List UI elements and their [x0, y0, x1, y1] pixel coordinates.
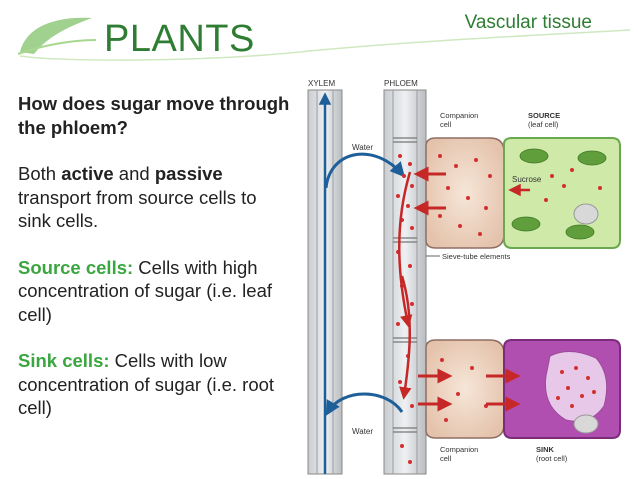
sink-sugar-dots: [556, 366, 596, 408]
companion-bottom-label-1: Companion: [440, 445, 478, 454]
phloem-tube: [383, 89, 427, 475]
chloroplasts: [511, 148, 607, 240]
sucrose-label: Sucrose: [512, 175, 542, 184]
water-label-top: Water: [352, 143, 373, 152]
sink-vacuole: [544, 351, 608, 422]
question-text: How does sugar move through the phloem?: [18, 93, 290, 138]
vacuole-top: [573, 203, 599, 225]
sink-label-2: (root cell): [536, 454, 568, 463]
water-arrow-bottom: [325, 392, 404, 416]
phloem-diagram: XYLEM PHLOEM Water Water: [307, 79, 621, 475]
sieve-tube-label: Sieve-tube elements: [442, 252, 511, 261]
companion-top-dots: [438, 154, 492, 236]
topic-label: Vascular tissue: [464, 12, 592, 33]
sink-paragraph: Sink cells: Cells with low concentration…: [18, 350, 275, 418]
body-text: How does sugar move through the phloem? …: [18, 92, 290, 443]
sieve-plates: [393, 137, 417, 433]
companion-top-label-2: cell: [440, 120, 452, 129]
phloem-label: PHLOEM: [384, 79, 418, 88]
source-paragraph: Source cells: Cells with high concentrat…: [18, 256, 273, 325]
companion-cell-top: [425, 137, 505, 249]
slide-title: PLANTS: [104, 18, 255, 60]
sink-label-1: SINK: [536, 445, 555, 454]
transport-paragraph: Both active and passive transport from s…: [18, 163, 257, 231]
companion-bottom-label-2: cell: [440, 454, 452, 463]
xylem-label: XYLEM: [308, 79, 335, 88]
source-label-2: (leaf cell): [528, 120, 559, 129]
water-arrow-top: [324, 152, 405, 189]
phloem-flow-arrow-1: [398, 171, 413, 328]
leaf-sugar-dots: [544, 168, 602, 202]
vacuole-bottom: [573, 414, 599, 434]
leaf-logo-icon: [17, 17, 631, 61]
companion-bottom-dots: [440, 358, 488, 422]
source-label-1: SOURCE: [528, 111, 560, 120]
companion-top-label-1: Companion: [440, 111, 478, 120]
water-label-bottom: Water: [352, 427, 373, 436]
companion-cell-bottom: [425, 339, 505, 439]
phloem-flow-arrow-2: [399, 275, 412, 400]
